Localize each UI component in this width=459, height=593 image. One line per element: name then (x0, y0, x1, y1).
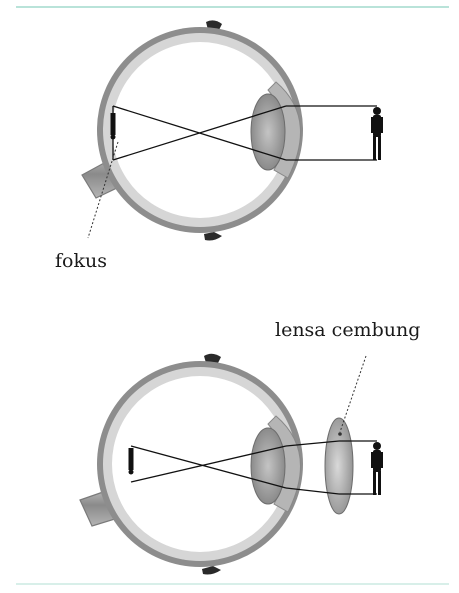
bottom-rule (16, 583, 449, 585)
eyelid-bottom-lower (202, 566, 221, 575)
convex-lens (325, 418, 353, 514)
standing-person-icon-bottom (371, 442, 383, 495)
eyelid-top-lower (204, 232, 222, 241)
focus-label: fokus (55, 250, 107, 272)
lens-bottom (251, 428, 285, 504)
lens-pointer (340, 356, 366, 432)
eye-top (82, 20, 383, 240)
convex-lens-label: lensa cembung (275, 319, 420, 341)
standing-person-icon (371, 107, 383, 160)
inverted-person-image-icon-bottom (129, 448, 134, 475)
eye-bottom (80, 354, 383, 575)
